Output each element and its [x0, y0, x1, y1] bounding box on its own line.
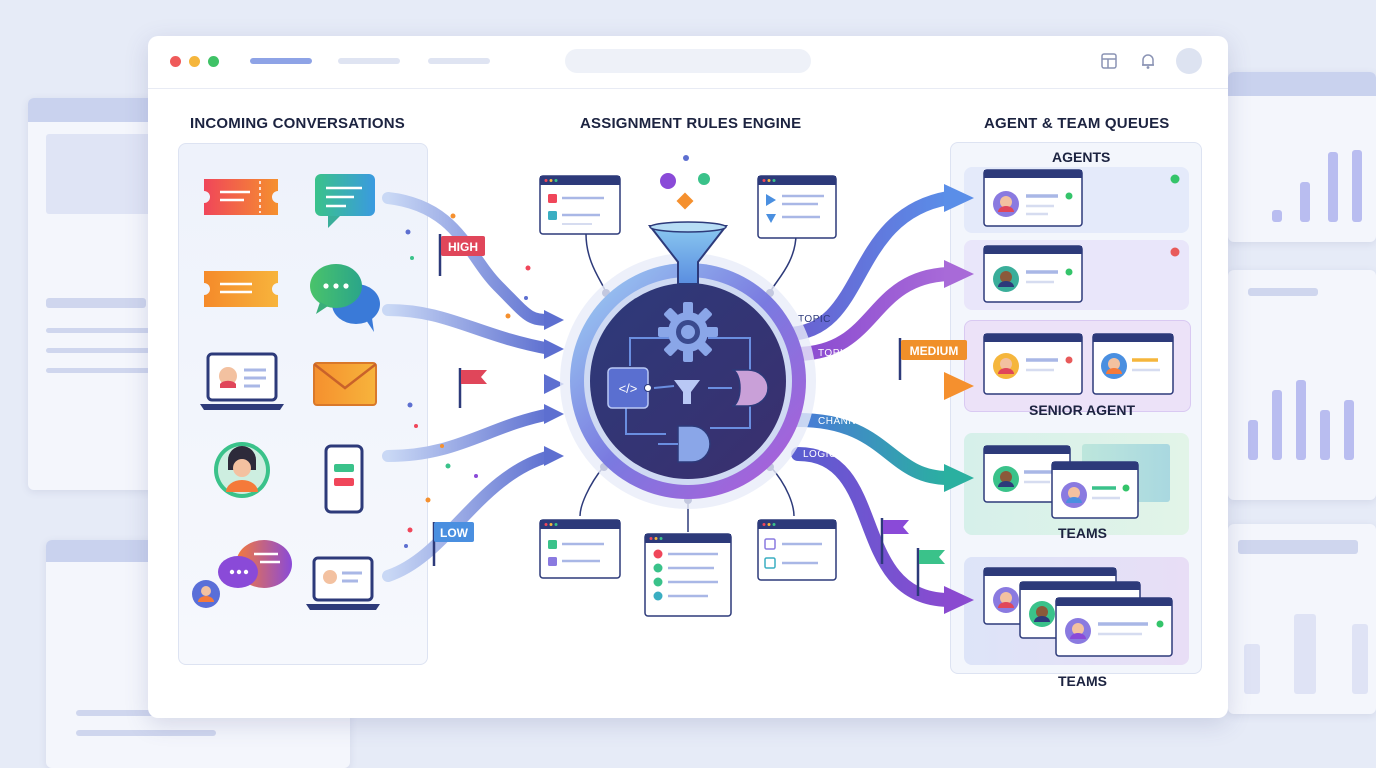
background-chart-bar: [1344, 400, 1354, 460]
svg-text:</>: </>: [619, 381, 638, 396]
agent-card: [1092, 333, 1174, 395]
background-bar: [1238, 540, 1358, 554]
background-chart-bar: [1294, 614, 1316, 694]
route-label-topic-2: TOPIC: [818, 348, 851, 359]
chat-bubbles-icon: [310, 264, 380, 332]
maximize-window-button[interactable]: [208, 56, 219, 67]
background-chart-bar: [1272, 390, 1282, 460]
background-chart-bar: [1244, 644, 1260, 694]
rule-card-checklist: [644, 533, 732, 617]
low-flag: LOW: [432, 522, 474, 566]
background-window-right-middle: [1228, 270, 1376, 500]
background-chart-bar: [1352, 624, 1368, 694]
incoming-conversations-heading: INCOMING CONVERSATIONS: [190, 115, 405, 132]
group-chat-icon: [192, 540, 292, 608]
main-window: INCOMING CONVERSATIONS ASSIGNMENT RULES …: [148, 36, 1228, 718]
team-member-card: [1051, 461, 1139, 519]
route-label-logic: LOGIC: [803, 449, 837, 460]
background-window-right-bottom: [1228, 524, 1376, 714]
laptop-profile-icon: [200, 352, 284, 410]
teams-label-2: TEAMS: [1058, 673, 1107, 689]
assignment-rules-engine-heading: ASSIGNMENT RULES ENGINE: [580, 115, 802, 132]
background-bar: [46, 368, 156, 373]
incoming-arrows: [382, 192, 556, 582]
team-member-card: [1055, 597, 1173, 657]
background-window-right-top: [1228, 72, 1376, 242]
teams-label-1: TEAMS: [1058, 525, 1107, 541]
ticket-icon: [204, 271, 278, 307]
low-tag-text: LOW: [440, 526, 469, 540]
background-chart-bar: [1248, 420, 1258, 460]
outgoing-arrows: [781, 191, 955, 607]
logic-gate-icon: [658, 369, 769, 463]
window-titlebar: [148, 36, 1228, 89]
code-icon: </>: [607, 367, 652, 409]
route-label-topic-1: TOPIC: [798, 314, 831, 325]
flag-icon: [880, 518, 909, 564]
chat-bubble-icon: [315, 174, 375, 228]
user-avatar-icon: [214, 442, 270, 498]
rule-card: [757, 175, 837, 239]
close-window-button[interactable]: [170, 56, 181, 67]
tab-active[interactable]: [250, 58, 312, 64]
flag-icon: [458, 368, 487, 408]
medium-tag-text: MEDIUM: [910, 344, 959, 358]
gear-icon: [658, 302, 718, 362]
layout-icon[interactable]: [1098, 50, 1120, 72]
route-label-urgency: URGENCY: [818, 382, 872, 393]
rule-card: [539, 519, 621, 579]
background-bar: [1228, 72, 1376, 96]
avatar[interactable]: [1176, 48, 1202, 74]
address-bar[interactable]: [565, 49, 811, 73]
busy-status-dot: [1170, 247, 1180, 257]
mobile-chat-icon: [324, 444, 364, 514]
senior-agent-label: SENIOR AGENT: [1029, 402, 1136, 418]
funnel-icon: [647, 221, 729, 285]
background-chart-bar: [1328, 152, 1338, 222]
background-chart-bar: [1300, 182, 1310, 222]
envelope-icon: [313, 362, 377, 406]
online-status-dot: [1170, 174, 1180, 184]
tab[interactable]: [338, 58, 400, 64]
background-bar: [46, 298, 146, 308]
background-bar: [1248, 288, 1318, 296]
background-bar: [46, 348, 170, 353]
engine-shapes: [660, 155, 710, 210]
laptop-profile-icon: [306, 556, 380, 610]
background-chart-bar: [1352, 150, 1362, 222]
rule-card: [757, 519, 837, 581]
agents-label: AGENTS: [1052, 149, 1111, 165]
background-chart-bar: [1320, 410, 1330, 460]
high-tag-text: HIGH: [448, 240, 478, 254]
high-flag: HIGH: [438, 234, 485, 276]
routing-diagram: HIGH LOW: [192, 155, 1180, 657]
agent-card: [983, 169, 1083, 227]
background-chart-bar: [1296, 380, 1306, 460]
background-bar: [46, 328, 170, 333]
team-member-card: [983, 445, 1071, 503]
ticket-icon: [204, 179, 278, 215]
filter-icon: [653, 380, 700, 404]
minimize-window-button[interactable]: [189, 56, 200, 67]
flag-icon: [916, 548, 945, 596]
agent-card: [983, 245, 1083, 303]
medium-flag: MEDIUM: [898, 338, 967, 380]
outgoing-arrowheads: [944, 184, 974, 614]
agent-team-queues-heading: AGENT & TEAM QUEUES: [984, 115, 1170, 132]
rule-card: [539, 175, 621, 235]
background-chart-bar: [1272, 210, 1282, 222]
incoming-arrowheads: [544, 310, 564, 466]
bell-icon[interactable]: [1137, 50, 1159, 72]
tab[interactable]: [428, 58, 490, 64]
background-bar: [76, 730, 216, 736]
agent-card: [983, 333, 1083, 395]
route-label-channel: CHANNEL: [818, 416, 869, 427]
decorative-dots: [404, 213, 531, 548]
